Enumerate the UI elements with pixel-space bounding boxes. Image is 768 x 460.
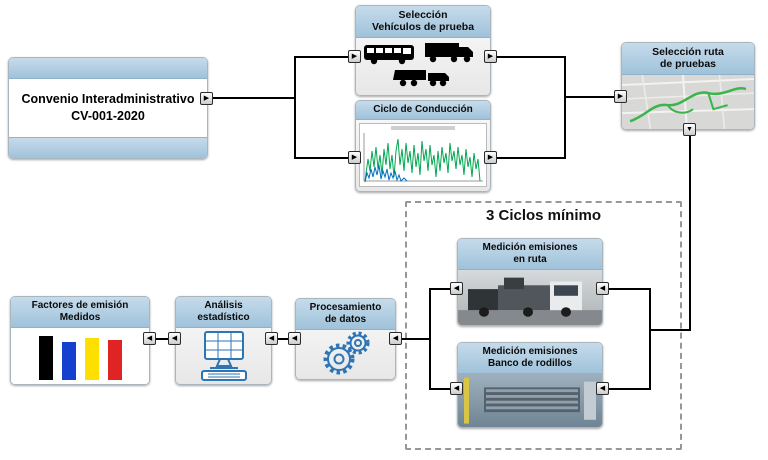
flow-line (497, 56, 566, 58)
factores-box: Factores de emisión Medidos (10, 296, 150, 385)
arrow-connector-factores-in: ◀ (143, 332, 156, 345)
emission-bars-icon (38, 332, 122, 380)
analisis-title-line1: Análisis (204, 300, 243, 311)
flow-line (649, 329, 690, 331)
flow-line (497, 157, 566, 159)
factores-title-line1: Factores de emisión (31, 300, 129, 311)
flow-line (278, 338, 289, 340)
bar-blue (61, 341, 76, 380)
medicion-banco-title-line2: Banco de rodillos (488, 357, 572, 369)
driving-cycle-chart (359, 123, 487, 188)
box-truck-icon (425, 43, 473, 63)
gears-icon (323, 331, 370, 375)
procesamiento-title-line2: de datos (324, 313, 367, 325)
medicion-banco-title-line1: Medición emisiones (482, 346, 578, 357)
seleccion-vehiculos-title-line1: Selección (398, 9, 448, 21)
arrow-connector-ruta-in: ▶ (614, 90, 627, 103)
arrow-connector-analisis-out: ◀ (168, 332, 181, 345)
convenio-box: Convenio Interadministrativo CV-001-2020 (8, 57, 208, 159)
ciclo-conduccion-title: Ciclo de Conducción (373, 104, 473, 115)
seleccion-ruta-box: Selección ruta de pruebas (621, 42, 755, 130)
arrow-connector-enruta-in: ◀ (596, 282, 609, 295)
arrow-connector-enruta-out: ◀ (450, 282, 463, 295)
computer-icon (200, 330, 247, 381)
flow-line (429, 288, 451, 290)
convenio-title-line2: CV-001-2020 (71, 109, 145, 123)
factores-header: Factores de emisión Medidos (11, 297, 149, 328)
test-vehicles-icon (364, 43, 473, 87)
bar-red (107, 339, 122, 380)
procesamiento-box: Procesamiento de datos (295, 298, 396, 380)
medicion-banco-header: Medición emisiones Banco de rodillos (458, 343, 602, 374)
convenio-top-band (9, 58, 207, 79)
factores-title-line2: Medidos (59, 311, 101, 323)
flow-line (429, 288, 431, 390)
analisis-box: Análisis estadístico (175, 296, 272, 385)
flow-line (609, 388, 650, 390)
medicion-banco-box: Medición emisiones Banco de rodillos (457, 342, 603, 428)
flow-line (294, 56, 350, 58)
flow-line (294, 157, 350, 159)
arrow-connector-banco-in: ◀ (596, 382, 609, 395)
analisis-title-line2: estadístico (197, 311, 250, 323)
analisis-header: Análisis estadístico (176, 297, 271, 328)
medicion-en-ruta-header: Medición emisiones en ruta (458, 239, 602, 270)
seleccion-vehiculos-title-line2: Vehículos de prueba (371, 21, 475, 34)
flow-line (402, 338, 430, 340)
flow-line (207, 97, 296, 99)
arrow-connector-procesamiento-in: ◀ (389, 332, 402, 345)
convenio-bottom-band (9, 137, 207, 158)
medicion-en-ruta-title-line1: Medición emisiones (482, 242, 578, 253)
flow-line (649, 288, 651, 390)
procesamiento-title-line1: Procesamiento (309, 302, 382, 313)
seleccion-vehiculos-header: Selección Vehículos de prueba (356, 6, 490, 38)
arrow-connector-procesamiento-out: ◀ (288, 332, 301, 345)
medicion-en-ruta-box: Medición emisiones en ruta (457, 238, 603, 326)
dump-truck-icon (393, 70, 449, 87)
banco-rodillos-photo (458, 373, 602, 427)
flow-line (564, 56, 566, 159)
arrow-connector-ruta-down: ▼ (683, 123, 696, 136)
en-ruta-photo (458, 269, 602, 325)
seleccion-ruta-title-line1: Selección ruta (652, 46, 724, 58)
arrow-connector-ciclo-out: ▶ (484, 151, 497, 164)
bar-black (38, 335, 53, 380)
flow-line (429, 388, 451, 390)
procesamiento-header: Procesamiento de datos (296, 299, 395, 330)
arrow-connector-vehiculos-in: ▶ (348, 50, 361, 63)
medicion-en-ruta-title-line2: en ruta (513, 253, 547, 265)
flow-line (564, 96, 614, 98)
arrow-connector-convenio-out: ▶ (200, 92, 213, 105)
ciclo-conduccion-box: Ciclo de Conducción (355, 100, 491, 192)
seleccion-ruta-header: Selección ruta de pruebas (622, 43, 754, 75)
convenio-title-line1: Convenio Interadministrativo (21, 92, 195, 107)
arrow-connector-banco-out: ◀ (450, 382, 463, 395)
flow-line (294, 56, 296, 159)
flow-line (609, 288, 650, 290)
seleccion-vehiculos-box: Selección Vehículos de prueba (355, 5, 491, 96)
route-map (622, 74, 754, 129)
arrow-connector-ciclo-in: ▶ (348, 151, 361, 164)
bus-icon (364, 45, 414, 65)
tres-ciclos-title: 3 Ciclos mínimo (485, 207, 602, 224)
seleccion-ruta-title-line2: de pruebas (659, 58, 717, 71)
arrow-connector-vehiculos-out: ▶ (484, 50, 497, 63)
ciclo-conduccion-header: Ciclo de Conducción (356, 101, 490, 120)
flow-line (689, 136, 691, 331)
bar-yellow (84, 337, 99, 380)
arrow-connector-analisis-in: ◀ (265, 332, 278, 345)
tres-ciclos-frame (405, 201, 682, 450)
flow-line (156, 338, 169, 340)
